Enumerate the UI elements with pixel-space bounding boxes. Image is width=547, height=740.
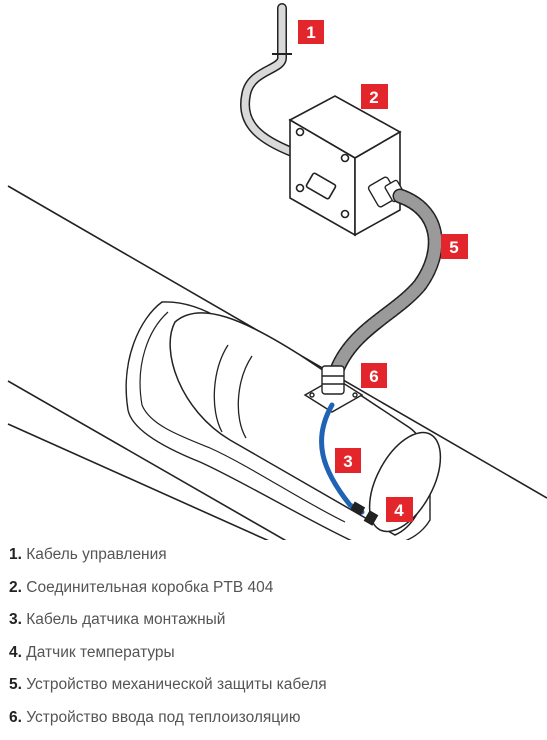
legend-item: 6. Устройство ввода под теплоизоляцию bbox=[9, 707, 539, 740]
legend-item: 1. Кабель управления bbox=[9, 544, 539, 577]
insulation-inner-fold bbox=[139, 311, 346, 523]
entry-gland bbox=[321, 365, 345, 395]
legend-item: 5. Устройство механической защиты кабеля bbox=[9, 674, 539, 707]
badge-2: 2 bbox=[361, 84, 388, 109]
installation-diagram: 1 2 3 4 5 6 bbox=[7, 3, 547, 540]
svg-text:4: 4 bbox=[394, 501, 404, 520]
legend-text: Устройство ввода под теплоизоляцию bbox=[26, 708, 301, 726]
pipe-seam bbox=[213, 344, 229, 433]
control-cable-fill bbox=[241, 4, 296, 156]
box-screw bbox=[340, 209, 350, 219]
junction-box bbox=[288, 95, 402, 237]
entry-device bbox=[303, 365, 364, 413]
pipe-bottom-edge bbox=[7, 380, 287, 540]
legend-number: 1. bbox=[9, 546, 22, 563]
box-screw bbox=[340, 153, 350, 163]
legend: 1. Кабель управления 2. Соединительная к… bbox=[9, 544, 539, 740]
svg-text:1: 1 bbox=[306, 23, 315, 42]
box-screw bbox=[295, 127, 305, 137]
badge-3: 3 bbox=[335, 448, 361, 473]
legend-number: 2. bbox=[9, 578, 22, 596]
badge-4: 4 bbox=[386, 497, 413, 522]
pipe-lower-edge bbox=[7, 423, 269, 540]
legend-text: Устройство механической защиты кабеля bbox=[26, 676, 327, 694]
legend-number: 6. bbox=[9, 708, 22, 726]
protective-hose bbox=[329, 190, 442, 381]
box-screw bbox=[295, 183, 305, 193]
badge-1: 1 bbox=[298, 20, 324, 44]
svg-text:2: 2 bbox=[369, 88, 378, 107]
legend-number: 5. bbox=[9, 676, 22, 694]
legend-number: 3. bbox=[9, 611, 22, 629]
svg-text:6: 6 bbox=[369, 367, 378, 386]
pipe-seam-2 bbox=[237, 355, 253, 439]
sensor-cable bbox=[319, 402, 365, 515]
svg-text:5: 5 bbox=[449, 238, 458, 257]
legend-item: 2. Соединительная коробка PTB 404 bbox=[9, 577, 539, 610]
legend-text: Соединительная коробка PTB 404 bbox=[26, 578, 274, 596]
legend-item: 4. Датчик температуры bbox=[9, 642, 539, 675]
box-label-plate bbox=[305, 172, 337, 200]
legend-text: Кабель управления bbox=[26, 546, 167, 563]
legend-item: 3. Кабель датчика монтажный bbox=[9, 609, 539, 642]
badge-6: 6 bbox=[361, 363, 387, 388]
svg-text:3: 3 bbox=[343, 452, 352, 471]
legend-text: Кабель датчика монтажный bbox=[26, 611, 226, 629]
legend-number: 4. bbox=[9, 643, 22, 661]
badge-5: 5 bbox=[441, 234, 468, 259]
temperature-sensor bbox=[350, 501, 379, 526]
legend-text: Датчик температуры bbox=[26, 643, 175, 661]
